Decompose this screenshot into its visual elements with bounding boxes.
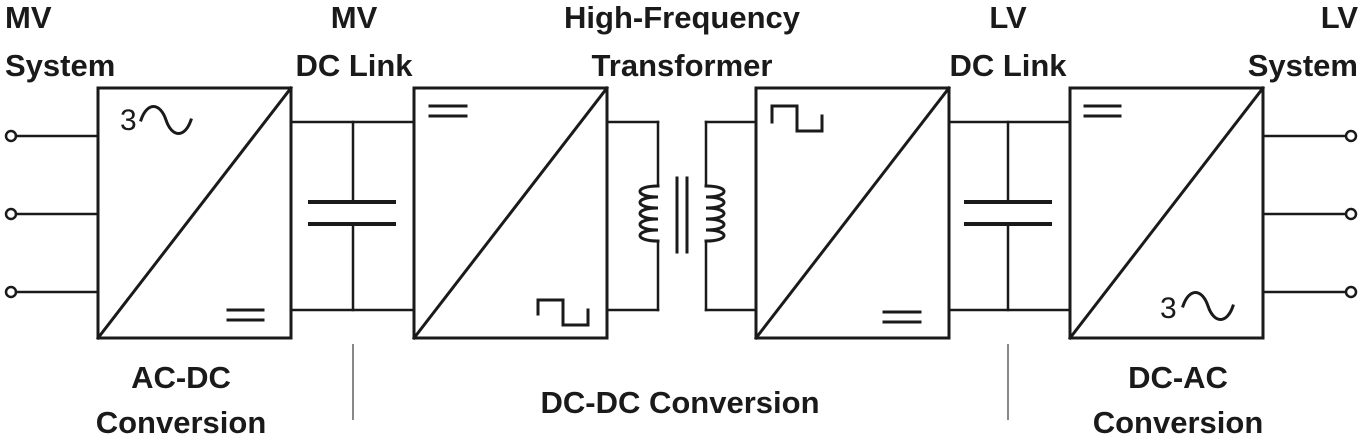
ac-sine-icon xyxy=(1181,291,1235,321)
label-lv-dc-link-line2: DC Link xyxy=(949,48,1067,83)
label-lv-system-line1: LV xyxy=(1321,0,1359,35)
transformer-primary-winding xyxy=(638,184,660,243)
label-dc-ac-line1: DC-AC xyxy=(1128,360,1228,395)
dc-ac-converter-block: 3 xyxy=(1067,85,1266,341)
lv-dc-link-capacitor xyxy=(964,200,1052,226)
square-wave-icon xyxy=(536,298,590,327)
ac-sine-icon xyxy=(139,105,193,135)
label-hf-transformer-line2: Transformer xyxy=(592,48,773,83)
label-mv-system-line1: MV xyxy=(5,0,52,35)
label-mv-dc-link-line1: MV xyxy=(331,0,378,35)
dc-symbol-icon xyxy=(226,308,265,322)
label-hf-transformer-line1: High-Frequency xyxy=(564,0,801,35)
label-dc-dc: DC-DC Conversion xyxy=(540,385,819,420)
hf-inverter-block xyxy=(411,85,610,341)
label-lv-system-line2: System xyxy=(1248,48,1358,83)
lv-dc-link xyxy=(947,120,1072,312)
terminal-mv-3 xyxy=(4,285,18,299)
label-mv-dc-link-line2: DC Link xyxy=(295,48,413,83)
dc-symbol-icon xyxy=(428,104,468,118)
terminal-lv-3 xyxy=(1344,285,1358,299)
label-mv-system-line2: System xyxy=(5,48,115,83)
label-ac-dc-line2: Conversion xyxy=(96,405,267,440)
three-phase-symbol: 3 xyxy=(1160,292,1177,325)
terminal-mv-1 xyxy=(4,129,18,143)
dc-symbol-icon xyxy=(1083,104,1122,118)
hf-rectifier-block xyxy=(753,85,952,341)
mv-dc-link-capacitor xyxy=(308,200,396,226)
label-ac-dc-line1: AC-DC xyxy=(131,360,231,395)
lv-output-terminals xyxy=(1261,129,1358,299)
dc-symbol-icon xyxy=(882,310,922,324)
terminal-mv-2 xyxy=(4,207,18,221)
terminal-lv-2 xyxy=(1344,207,1358,221)
ac-dc-converter-block: 3 xyxy=(95,85,294,341)
mv-dc-link xyxy=(289,120,416,312)
hf-transformer xyxy=(605,120,758,312)
terminal-lv-1 xyxy=(1344,129,1358,143)
label-dc-ac-line2: Conversion xyxy=(1093,405,1264,440)
transformer-secondary-winding xyxy=(704,184,726,243)
mv-input-terminals xyxy=(4,129,100,299)
three-phase-symbol: 3 xyxy=(120,104,137,137)
label-lv-dc-link-line1: LV xyxy=(989,0,1027,35)
square-wave-icon xyxy=(770,104,824,133)
